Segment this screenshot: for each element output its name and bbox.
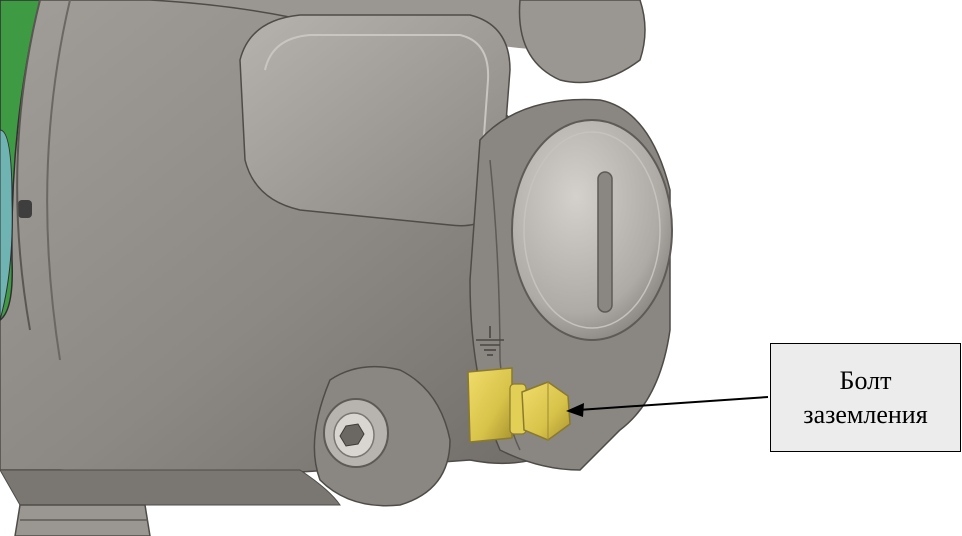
ground-symbol-icon [476,326,504,356]
screw-cap [511,119,673,341]
callout-text-line2: заземления [803,399,928,429]
window-ring-2 [46,0,71,361]
window-slot [18,200,32,218]
hex-socket-icon [339,423,365,447]
top-lid [239,14,511,227]
callout-arrow-line [577,396,769,411]
lid-bevel [264,34,490,191]
upper-right-boss [518,0,646,84]
callout-arrow-head [566,403,584,417]
screw-cap-rim [523,131,661,329]
ground-clamp [467,367,513,443]
callout-text-line1: Болт [839,365,892,395]
housing-bottom-edge [0,469,341,506]
window-ring-1 [16,0,41,331]
display-window-lower [0,129,13,321]
callout-box: Болт заземления [770,343,961,452]
cap-slot [597,171,613,313]
